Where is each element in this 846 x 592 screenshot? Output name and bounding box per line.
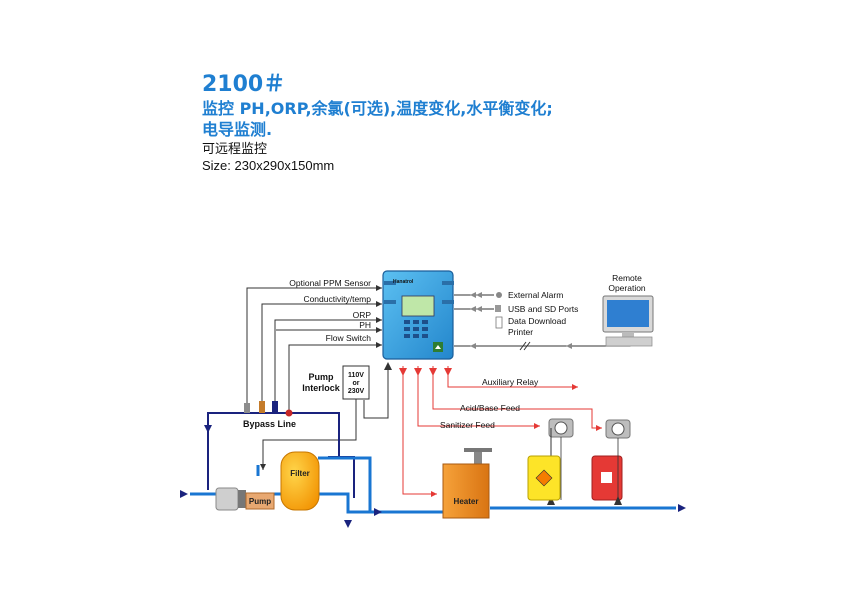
- heater: Heater: [442, 448, 492, 519]
- input-label-orp: ORP: [353, 310, 372, 320]
- filter-label: Filter: [290, 469, 310, 478]
- voltage-230: 230V: [348, 388, 365, 395]
- output-labels: External Alarm USB and SD Ports Data Dow…: [508, 290, 578, 337]
- pump-body: [245, 492, 275, 510]
- sensor-labels: Optional PPM Sensor Conductivity/temp OR…: [289, 278, 371, 343]
- sensor-probes: [244, 401, 293, 417]
- header: 2100＃ 监控 PH,ORP,余氯(可选),温度变化,水平衡变化; 电导监测.…: [202, 72, 553, 174]
- pump-label: Pump: [249, 497, 271, 506]
- input-label-conductivity: Conductivity/temp: [303, 294, 371, 304]
- features-line-2: 电导监测.: [202, 120, 273, 139]
- output-label-alarm: External Alarm: [508, 290, 563, 300]
- filter-tank: [280, 451, 320, 511]
- input-label-ph: PH: [359, 320, 371, 330]
- acid-base-feed-label: Acid/Base Feed: [460, 403, 520, 413]
- feed-labels: Auxiliary Relay Acid/Base Feed Sanitizer…: [440, 377, 539, 430]
- usb-port-icon: [495, 305, 501, 312]
- remote-computer: Remote Operation: [602, 273, 654, 347]
- output-label-printer: Printer: [508, 327, 533, 337]
- features-line-1: 监控 PH,ORP,余氯(可选),温度变化,水平衡变化;: [202, 99, 553, 118]
- keyboard-icon: [605, 336, 653, 347]
- pump-interlock-line1: Pump: [308, 372, 334, 382]
- output-markers: [470, 292, 572, 351]
- sanitizer-feed-label: Sanitizer Feed: [440, 420, 495, 430]
- acid-base-feeder: [591, 419, 631, 505]
- controller-unit: Hanatrol: [382, 270, 454, 360]
- auxiliary-relay-label: Auxiliary Relay: [482, 377, 539, 387]
- sanitizer-feeder: [527, 418, 574, 505]
- remote-monitoring-text: 可远程监控: [202, 141, 268, 156]
- printer-icon: [495, 316, 503, 329]
- voltage-box: [342, 365, 370, 400]
- feed-arrowheads: [399, 368, 452, 376]
- input-label-flow-switch: Flow Switch: [326, 333, 372, 343]
- sanitizer-pump-icon: [554, 421, 568, 435]
- input-label-ppm: Optional PPM Sensor: [289, 278, 371, 288]
- acid-pump-icon: [611, 422, 625, 436]
- remote-label-line2: Operation: [608, 283, 646, 293]
- controller-brand: Hanatrol: [393, 279, 414, 285]
- hazard-icon: [535, 469, 553, 487]
- size-text: Size: 230x290x150mm: [202, 158, 335, 173]
- pump-interlock-line2: Interlock: [302, 383, 341, 393]
- model-title: 2100＃: [202, 72, 286, 97]
- bypass-line-label: Bypass Line: [243, 419, 296, 429]
- controller-display: [401, 295, 435, 317]
- acid-hazard-icon: [601, 472, 612, 483]
- output-label-usb: USB and SD Ports: [508, 304, 578, 314]
- filter: Filter: [280, 451, 320, 511]
- alarm-icon: [496, 292, 502, 298]
- heater-label: Heater: [454, 497, 479, 506]
- sensor-lines: [246, 285, 382, 413]
- pump: Pump: [215, 487, 275, 511]
- inlet-arrow: [180, 490, 188, 498]
- voltage-110: 110V: [348, 372, 364, 379]
- output-label-data: Data Download: [508, 316, 566, 326]
- heater-body: [442, 463, 490, 519]
- controller-keypad: [404, 320, 428, 338]
- interlock: Pump Interlock 110V or 230V: [260, 362, 392, 470]
- remote-label-line1: Remote: [612, 273, 642, 283]
- outlet-arrow: [678, 504, 686, 512]
- voltage-or: or: [353, 380, 360, 387]
